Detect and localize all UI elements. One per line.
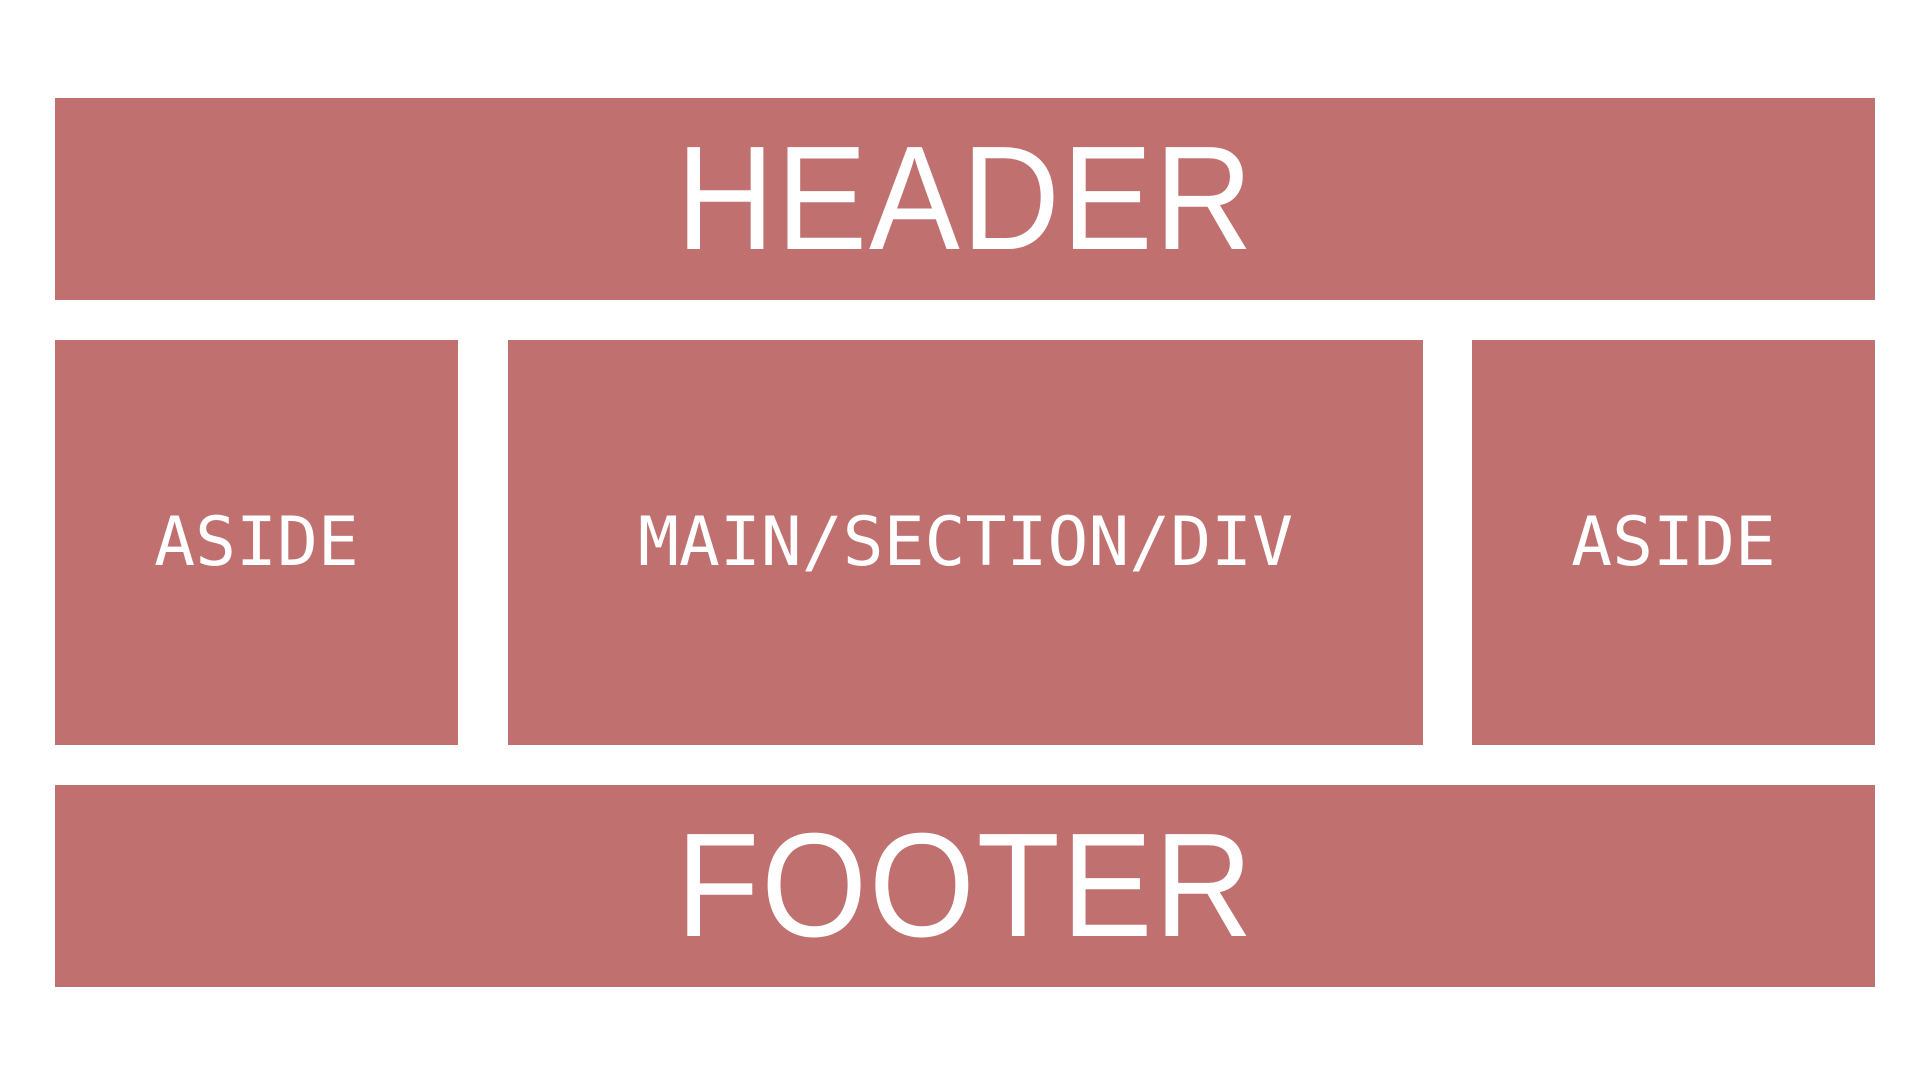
footer-label: FOOTER bbox=[675, 803, 1255, 968]
header-label: HEADER bbox=[675, 116, 1255, 281]
aside-right-block: ASIDE bbox=[1472, 340, 1875, 745]
main-block: MAIN/SECTION/DIV bbox=[508, 340, 1423, 745]
main-label: MAIN/SECTION/DIV bbox=[637, 502, 1294, 582]
aside-right-label: ASIDE bbox=[1571, 502, 1776, 582]
aside-left-label: ASIDE bbox=[154, 502, 359, 582]
footer-block: FOOTER bbox=[55, 785, 1875, 987]
aside-left-block: ASIDE bbox=[55, 340, 458, 745]
header-block: HEADER bbox=[55, 98, 1875, 300]
